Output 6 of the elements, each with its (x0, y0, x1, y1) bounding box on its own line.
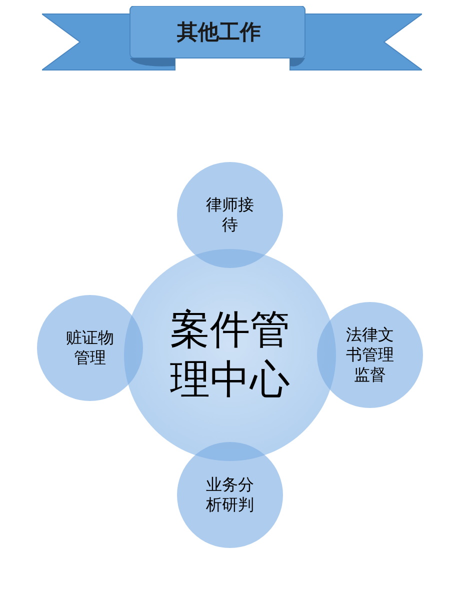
circle-label: 法律文书管理监督 (345, 325, 395, 385)
circle-label: 案件管理中心 (169, 306, 291, 405)
banner-title: 其他工作 (177, 19, 261, 46)
circle-label: 律师接待 (205, 195, 255, 235)
circle-label: 赃证物管理 (65, 328, 115, 368)
circle-label: 业务分析研判 (205, 475, 255, 515)
